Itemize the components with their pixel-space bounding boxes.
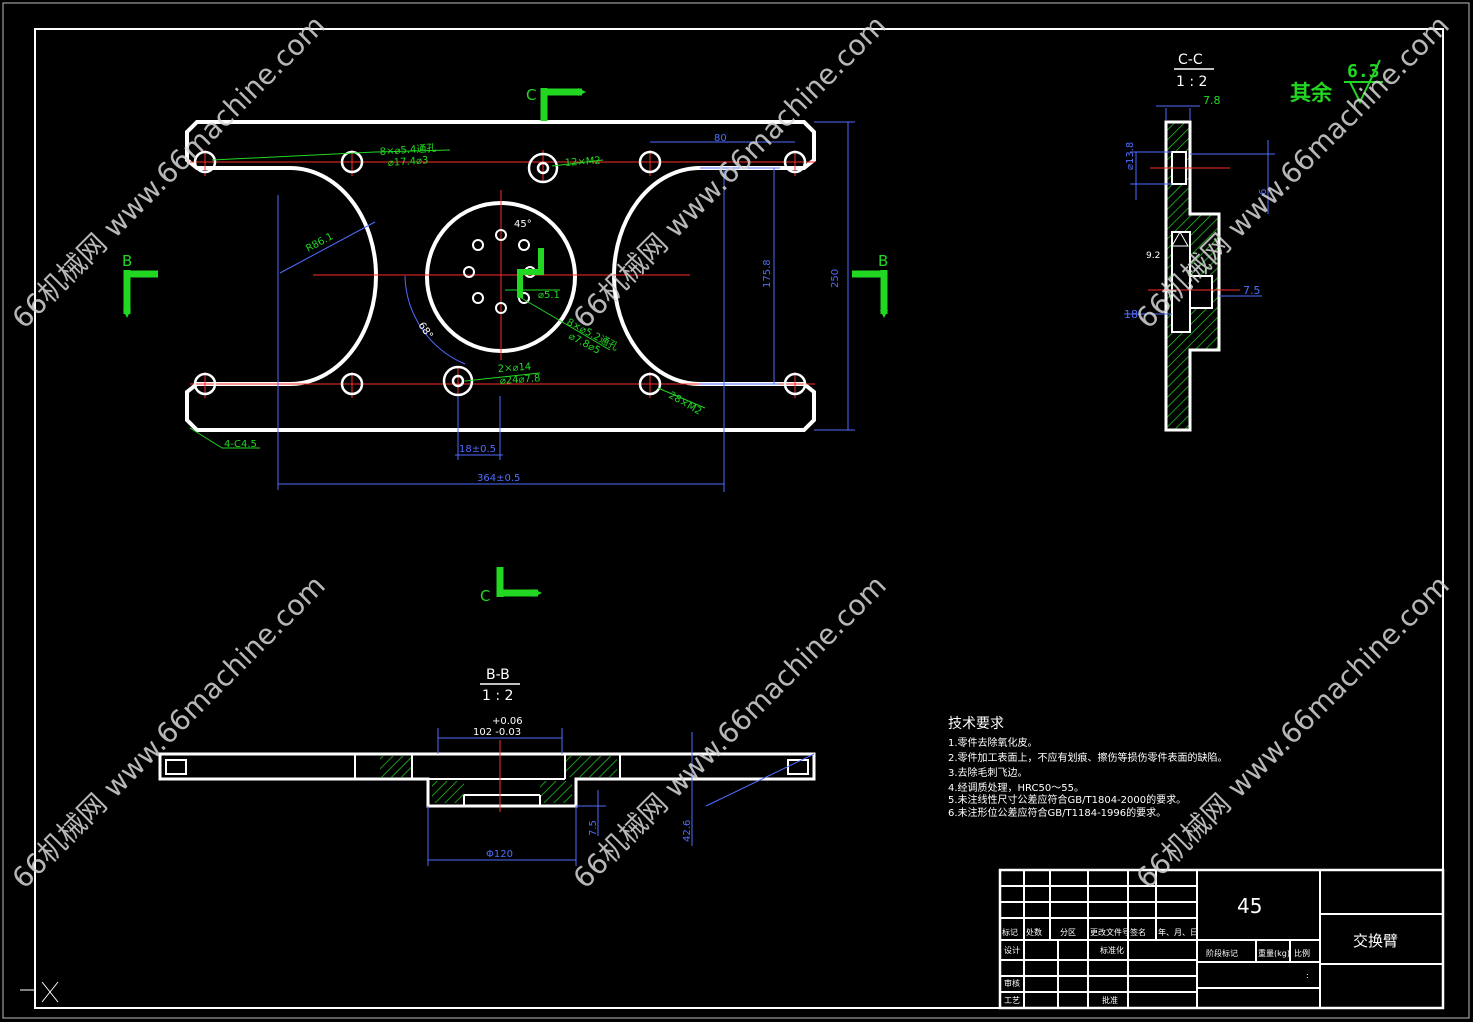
plan-dimension-lines — [277, 121, 855, 492]
dim-chamfer: 4-C4.5 — [224, 439, 257, 450]
svg-text:批准: 批准 — [1102, 995, 1118, 1005]
cc-dim-138: ⌀13.8 — [1125, 142, 1136, 170]
tech-item: 5.未注线性尺寸公差应符合GB/T1804-2000的要求。 — [948, 793, 1186, 806]
svg-text:设计: 设计 — [1004, 945, 1020, 955]
dim-tapped-28: 28×M2 — [667, 390, 704, 418]
marker-b-left: B — [122, 252, 158, 318]
cc-title: C-C — [1178, 52, 1203, 68]
ucs-icon — [20, 981, 59, 1003]
roughness-label: 其余 — [1290, 81, 1333, 105]
dim-holes-8x: 8×⌀5.4通孔 — [379, 142, 436, 158]
tech-item: 1.零件去除氧化皮。 — [948, 736, 1038, 749]
hub-marker — [517, 248, 544, 298]
svg-text:更改文件号: 更改文件号 — [1090, 927, 1130, 937]
mounting-holes — [193, 150, 807, 397]
watermark-text: 66机械网 www.66machine.com — [567, 9, 893, 335]
hole — [638, 372, 662, 396]
part-name: 交换臂 — [1353, 932, 1398, 950]
tech-item: 4.经调质处理，HRC50～55。 — [948, 781, 1084, 794]
svg-text:B: B — [878, 252, 888, 270]
dim-holes-2x: 2×⌀14 — [497, 362, 531, 375]
bb-title: B-B — [486, 667, 510, 683]
tech-item: 3.去除毛刺飞边。 — [948, 766, 1028, 779]
dim-angle-45: 45° — [514, 219, 532, 230]
section-cc: C-C 1 : 2 7.8 ⌀13.8 9.2 7.5 18 6 — [1124, 52, 1275, 432]
title-block: 45 交换臂 标记 处数 分区 更改文件号 签名 年、月、日 设计 标准化 阶段… — [998, 868, 1445, 1010]
svg-text:处数: 处数 — [1026, 927, 1042, 937]
bb-dim-426: 42.6 — [682, 820, 693, 842]
hole — [340, 150, 364, 174]
watermark-text: 66机械网 www.66machine.com — [6, 9, 332, 335]
marker-c-top: C — [526, 86, 586, 121]
dim-width-175: 175.8 — [762, 259, 773, 288]
section-bb: B-B 1 : 2 — [158, 667, 816, 866]
hole — [783, 150, 807, 174]
cc-dim-18: 18 — [1124, 308, 1138, 321]
cc-dim-78: 7.8 — [1203, 94, 1221, 107]
hole — [340, 372, 364, 396]
svg-text:C: C — [526, 86, 536, 104]
dim-angle-68: 68° — [416, 320, 435, 341]
watermark-text: 66机械网 www.66machine.com — [6, 569, 332, 895]
roughness-note: 其余 6.3 — [1290, 59, 1383, 105]
dim-holes-2x-cb: ⌀24⌀7.8 — [499, 373, 540, 387]
bb-dim-phi120: Φ120 — [486, 849, 513, 860]
cc-dim-75: 7.5 — [1243, 284, 1261, 297]
marker-c-bottom: C — [480, 567, 542, 605]
hole — [193, 372, 217, 396]
svg-text:分区: 分区 — [1060, 928, 1076, 937]
dim-tapped-12: 12×M2 — [564, 156, 601, 169]
plan-view: 8×⌀5.4通孔 ⌀17.4⌀3 12×M2 80 R86.1 45° ⌀5.1… — [122, 86, 888, 605]
svg-text:年、月、日: 年、月、日 — [1158, 927, 1198, 937]
dim-width-250: 250 — [830, 269, 841, 288]
bb-dim-tol-main: 102 -0.03 — [473, 727, 521, 738]
roughness-symbol — [1344, 59, 1383, 105]
cc-dim-6: 6 — [1258, 189, 1269, 195]
svg-text:B: B — [122, 252, 132, 270]
svg-text:阶段标记: 阶段标记 — [1206, 948, 1238, 958]
dim-length-364: 364±0.5 — [477, 473, 520, 484]
svg-text:工艺: 工艺 — [1004, 996, 1020, 1005]
hole — [193, 150, 217, 174]
svg-text:比例: 比例 — [1294, 948, 1310, 958]
dim-offset-18: 18±0.5 — [459, 444, 496, 455]
svg-text:标准化: 标准化 — [1100, 945, 1124, 955]
inner-frame — [34, 28, 1444, 1009]
counterbore-hole — [442, 365, 474, 397]
svg-text:重量(kg): 重量(kg) — [1258, 948, 1290, 958]
cc-scale: 1 : 2 — [1176, 74, 1207, 90]
watermark-text: 66机械网 www.66machine.com — [567, 569, 893, 895]
hole — [638, 150, 662, 174]
material: 45 — [1237, 894, 1262, 918]
svg-text:标记: 标记 — [1002, 927, 1018, 937]
dim-pitch-80: 80 — [714, 133, 727, 144]
section-markers: C C B B — [122, 86, 888, 605]
tech-item: 6.未注形位公差应符合GB/T1184-1996的要求。 — [948, 806, 1166, 819]
svg-text:C: C — [480, 587, 490, 605]
bb-dim-tol-upper: +0.06 — [492, 716, 523, 727]
watermark-text: 66机械网 www.66machine.com — [1130, 569, 1456, 895]
svg-text:签名: 签名 — [1130, 927, 1146, 937]
svg-text:审核: 审核 — [1004, 978, 1020, 988]
technical-requirements: 技术要求 1.零件去除氧化皮。 2.零件加工表面上，不应有划痕、擦伤等损伤零件表… — [948, 716, 1228, 819]
tech-item: 2.零件加工表面上，不应有划痕、擦伤等损伤零件表面的缺陷。 — [948, 751, 1228, 764]
svg-text::: : — [1306, 971, 1309, 980]
dim-hole-d: ⌀5.1 — [538, 290, 560, 301]
bb-scale: 1 : 2 — [482, 688, 513, 704]
tech-title: 技术要求 — [948, 716, 1004, 732]
plan-leaders — [189, 149, 706, 449]
counterbore-hole — [527, 152, 559, 184]
marker-b-right: B — [852, 252, 888, 318]
dim-holes-8x-cb: ⌀17.4⌀3 — [387, 155, 428, 169]
cc-dim-92: 9.2 — [1146, 251, 1160, 261]
hole — [783, 372, 807, 396]
bb-dim-75: 7.5 — [588, 820, 599, 836]
